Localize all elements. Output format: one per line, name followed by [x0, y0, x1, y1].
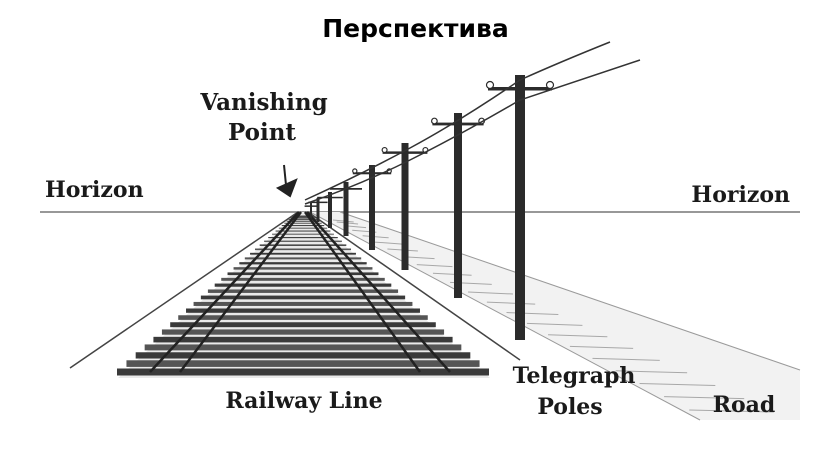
railway-line-label: Railway Line [225, 388, 382, 414]
road-hatch-line [615, 370, 688, 374]
pole-post [401, 143, 409, 270]
pole-post [328, 192, 332, 228]
pole-crossarm [352, 172, 392, 175]
pole-post [454, 113, 462, 298]
road-hatch-line [548, 334, 608, 338]
telegraph-pole [317, 192, 343, 228]
railway-sleeper [135, 352, 471, 359]
pole-insulator [431, 117, 438, 125]
railway-sleeper [275, 230, 331, 232]
railway-sleeper [233, 267, 373, 270]
railway-sleeper [126, 360, 480, 367]
road-hatch-line [486, 301, 536, 305]
pole-crossarm [432, 122, 484, 126]
road-hatch-line [432, 272, 472, 276]
railway-sleeper [227, 272, 379, 276]
road-hatch-line [592, 357, 660, 361]
railway-sleeper [186, 308, 420, 313]
road-hatch-line [689, 409, 774, 413]
pole-crossarm [488, 87, 552, 91]
railway-sleepers [117, 215, 489, 376]
railway-sleeper [268, 237, 338, 239]
telegraph-wires [304, 41, 641, 205]
railway-sleeper [153, 336, 453, 343]
railway-sleeper [161, 329, 445, 335]
road [309, 211, 801, 421]
railway-sleeper [284, 222, 322, 224]
horizon-label-right: Horizon [691, 182, 790, 208]
railway-sleeper [250, 252, 356, 255]
road-label: Road [713, 392, 776, 418]
pole-post [343, 182, 349, 236]
road-hatch-line [416, 264, 453, 268]
railway-sleeper [207, 289, 399, 293]
pole-crossarm [308, 201, 328, 204]
telegraph-poles-label-line2: Poles [537, 394, 602, 420]
pole-crossarm [317, 196, 343, 199]
pole-post [369, 165, 375, 250]
telegraph-pole [308, 198, 328, 222]
road-hatch-line [332, 219, 354, 223]
vanishing-point-label-line2: Point [228, 119, 296, 146]
railway-bed [69, 211, 521, 378]
vanishing-point-label-line1: Vanishing [199, 89, 327, 116]
railway-sleeper [288, 218, 318, 220]
railway-sleeper [255, 248, 351, 251]
road-hatch-line [526, 322, 583, 326]
road-hatch-line [362, 235, 389, 239]
pole-post [310, 203, 312, 218]
horizon-label-left: Horizon [45, 177, 144, 203]
pole-insulator [485, 80, 495, 90]
railway-sleeper [278, 227, 328, 229]
railway-sleeper [117, 368, 489, 376]
railway-sleeper [178, 315, 428, 320]
railway-sleeper [259, 244, 347, 246]
pole-post [515, 75, 525, 340]
road-hatch-line [374, 241, 403, 245]
vanishing-point-arrow [275, 164, 298, 198]
pole-crossarm [382, 151, 428, 154]
railway-sleeper [292, 215, 314, 217]
road-hatch-line [664, 396, 745, 400]
railway-sleeper [144, 344, 462, 351]
pole-insulator [352, 168, 358, 174]
railway-sleeper [193, 301, 413, 306]
pole-insulator [545, 80, 555, 90]
page-title: Перспектива [322, 14, 509, 43]
railway-rails [149, 211, 451, 373]
road-hatch-line [639, 383, 716, 387]
railway-sleeper [221, 277, 385, 281]
railway-sleeper [200, 295, 406, 300]
railway-sleeper [244, 257, 362, 260]
railway-sleeper [214, 283, 392, 287]
railway-sleeper [286, 220, 320, 222]
telegraph-pole [485, 75, 555, 340]
railway-sleeper [291, 216, 315, 218]
pole-post [316, 198, 320, 222]
pole-insulator [381, 146, 388, 154]
railway-sleeper [290, 217, 316, 219]
telegraph-poles-label-line1: Telegraph [513, 363, 636, 389]
road-hatch-line [468, 291, 514, 295]
railway-sleeper [239, 262, 367, 265]
pole-crossarm [304, 205, 318, 207]
railway-sleeper [264, 240, 342, 242]
road-hatch-line [569, 345, 634, 349]
telegraph-pole [304, 203, 318, 218]
railway-sleeper [281, 225, 325, 227]
railway-sleeper [170, 322, 436, 328]
railway-sleeper [272, 233, 334, 235]
